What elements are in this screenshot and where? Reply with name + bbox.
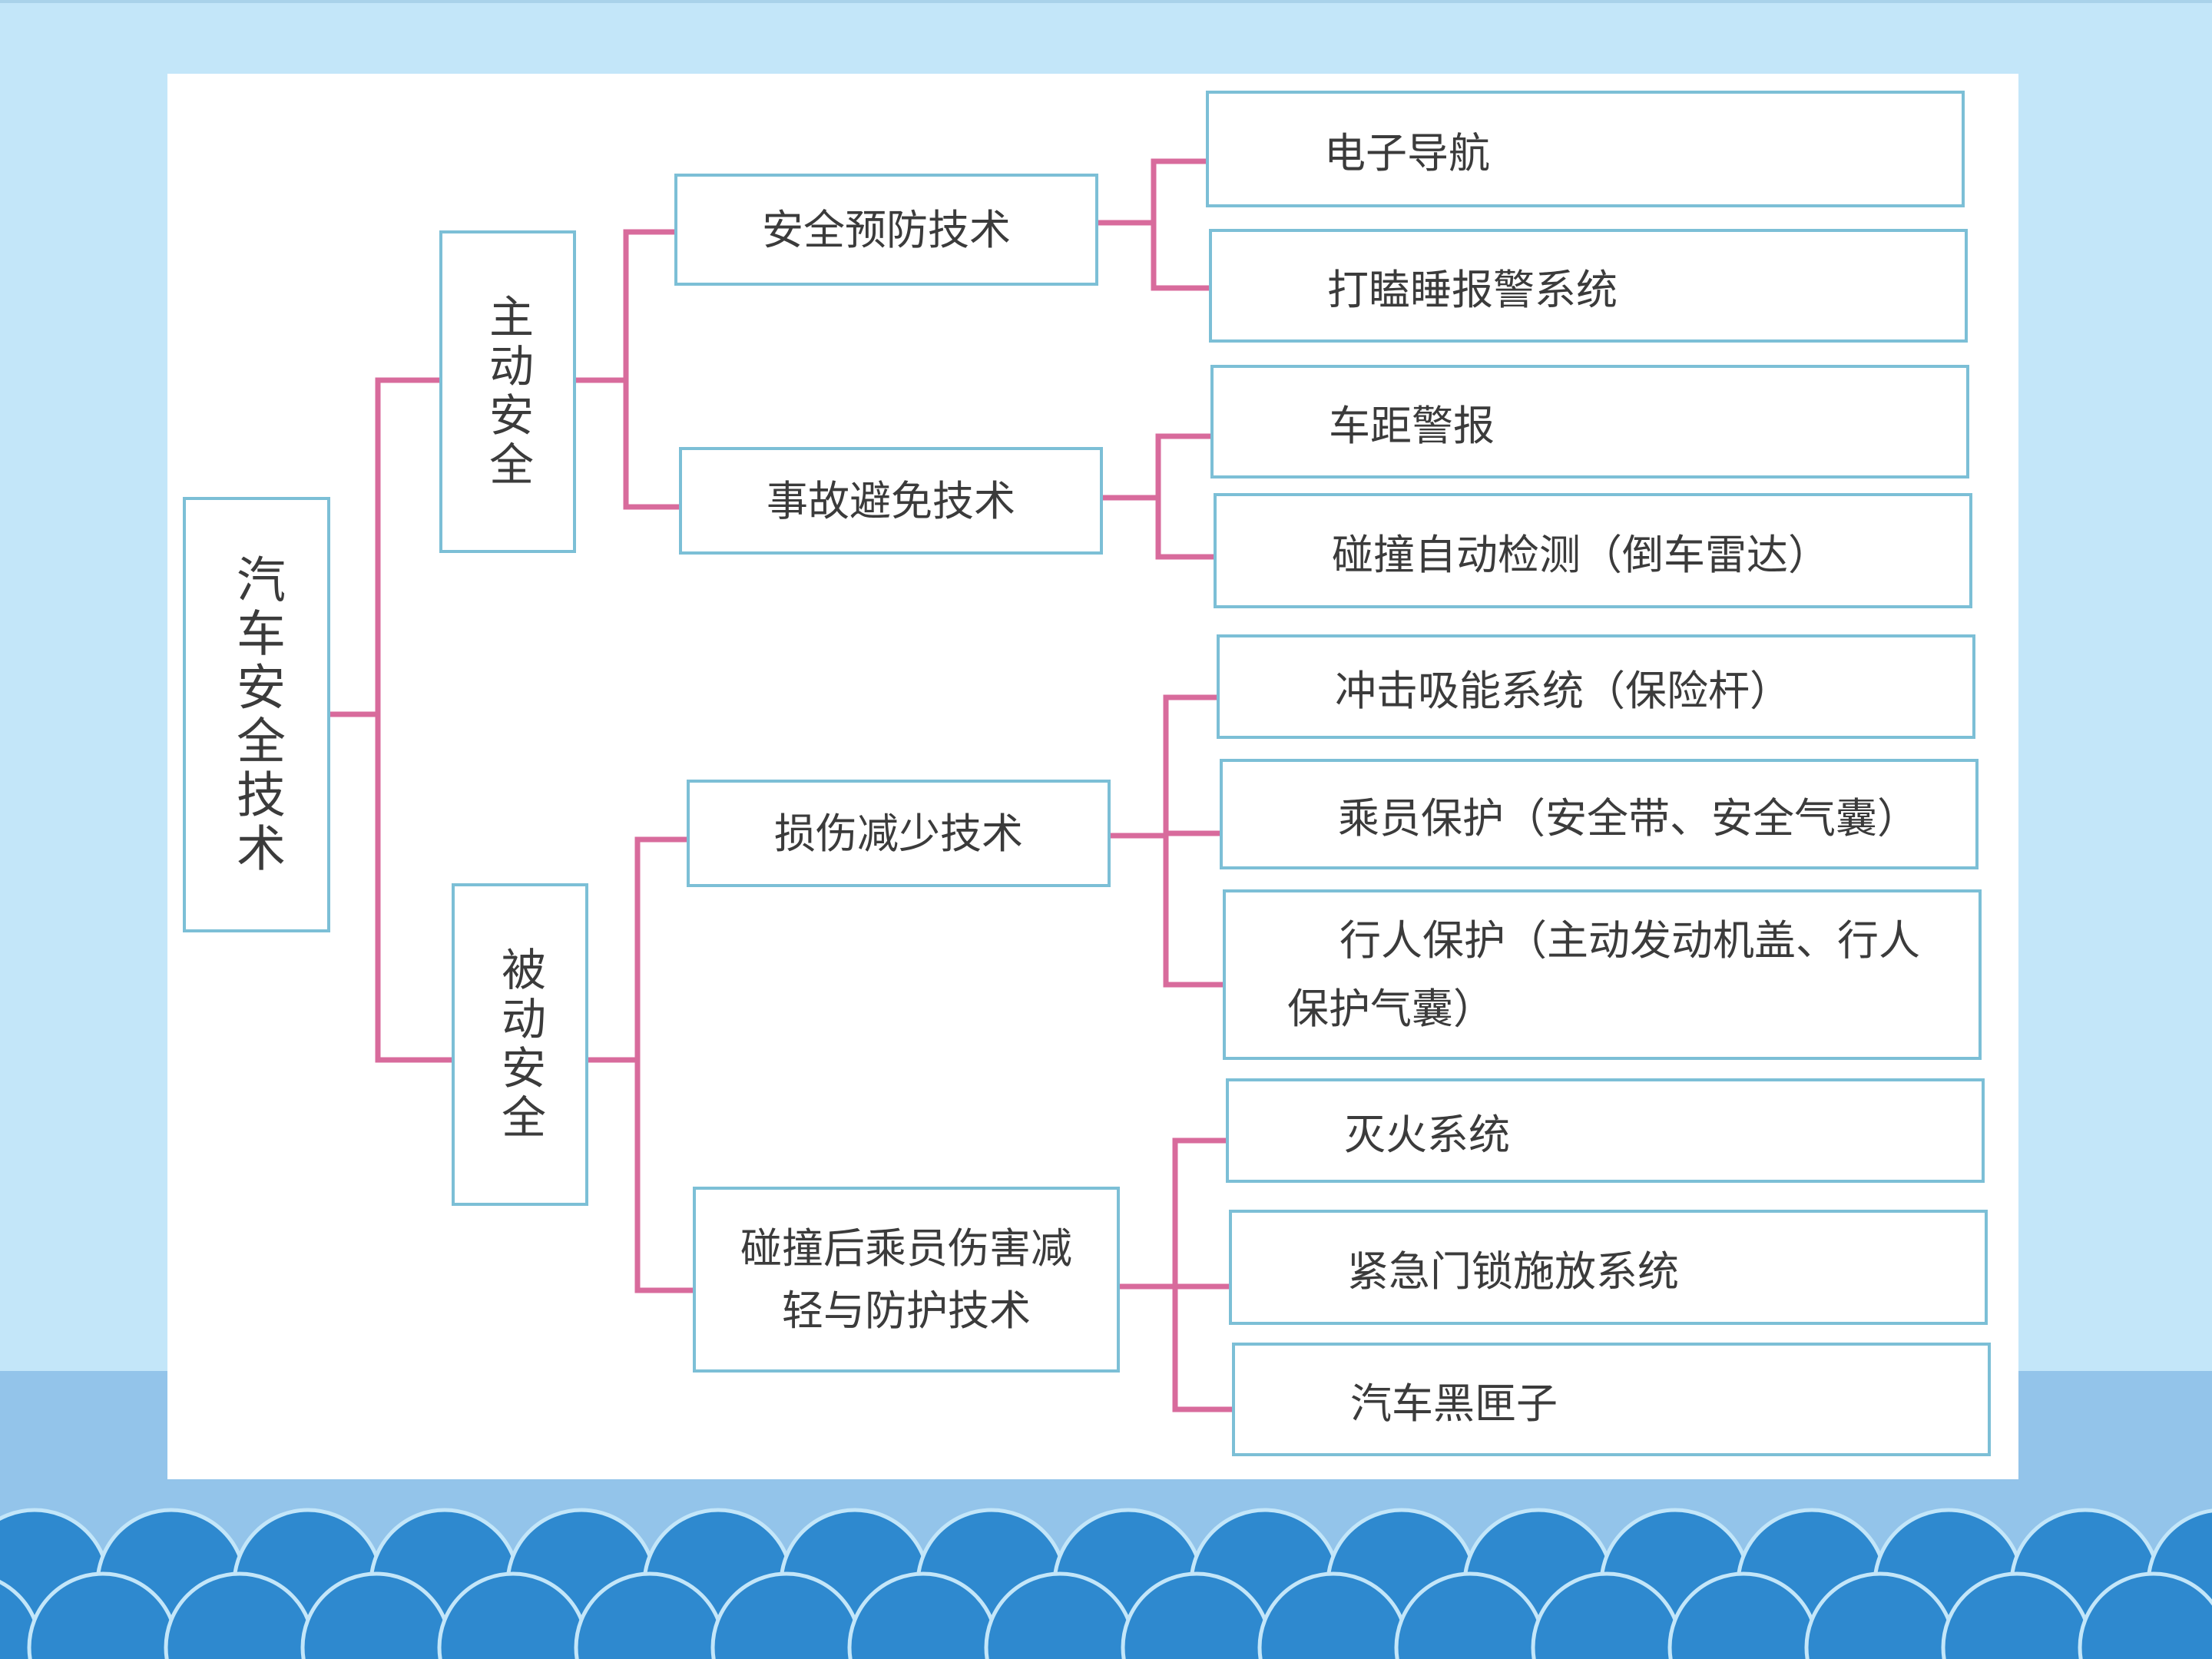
scallop-border [0,1508,2212,1659]
leaf-node: 电子导航 [1206,91,1965,207]
leaf-node: 汽车黑匣子 [1232,1343,1991,1456]
leaf-node-label: 电子导航 [1324,128,1490,177]
leaf-node-label: 乘员保护（安全带、安全气囊） [1338,793,1919,843]
leaf-node: 乘员保护（安全带、安全气囊） [1220,759,1979,869]
group-node-label: 安全预防技术 [762,205,1011,254]
connector-post-crash [1115,1137,1235,1412]
leaf-node: 车距警报 [1210,365,1969,478]
group-node-avoidance: 事故避免技术 [679,447,1103,555]
root-node: 汽车安全技术 [183,497,330,932]
leaf-node: 紧急门锁施放系统 [1229,1210,1988,1325]
top-border-line [0,0,2212,3]
leaf-node: 打瞌睡报警系统 [1209,229,1968,343]
connector-avoidance [1098,433,1217,560]
branch-node-passive: 被动安全 [452,883,588,1206]
connector-root [323,377,455,1063]
leaf-node-label: 灭火系统 [1344,1110,1510,1159]
leaf-node: 行人保护（主动发动机盖、行人保护气囊） [1223,889,1982,1060]
group-node-post-crash: 碰撞后乘员伤害减轻与防护技术 [693,1187,1120,1373]
leaf-node: 碰撞自动检测（倒车雷达） [1214,493,1972,608]
leaf-node-label: 冲击吸能系统（保险杆） [1335,666,1791,715]
leaf-node: 冲击吸能系统（保险杆） [1217,634,1975,739]
group-node-injury-reduction: 损伤减少技术 [687,780,1111,887]
root-node-label: 汽车安全技术 [228,553,285,876]
group-node-label: 碰撞后乘员伤害减轻与防护技术 [740,1224,1072,1335]
leaf-node: 灭火系统 [1226,1078,1985,1183]
connector-active [571,229,682,510]
scallop-shape [2078,1571,2212,1659]
branch-node-label: 主动安全 [482,293,534,490]
branch-node-label: 被动安全 [494,946,546,1143]
leaf-node-label: 车距警报 [1329,401,1495,450]
leaf-node-label: 打瞌睡报警系统 [1327,265,1618,314]
connector-prevention [1094,158,1212,291]
connector-injury [1106,694,1226,988]
group-node-label: 事故避免技术 [767,476,1015,525]
leaf-node-label: 紧急门锁施放系统 [1347,1247,1679,1296]
group-node-label: 损伤减少技术 [774,809,1023,858]
leaf-node-label: 行人保护（主动发动机盖、行人保护气囊） [1287,916,1920,1033]
leaf-node-label: 碰撞自动检测（倒车雷达） [1332,530,1830,579]
connector-passive [584,836,696,1293]
leaf-node-label: 汽车黑匣子 [1350,1379,1558,1428]
branch-node-active: 主动安全 [439,230,576,553]
group-node-prevention: 安全预防技术 [674,174,1098,286]
